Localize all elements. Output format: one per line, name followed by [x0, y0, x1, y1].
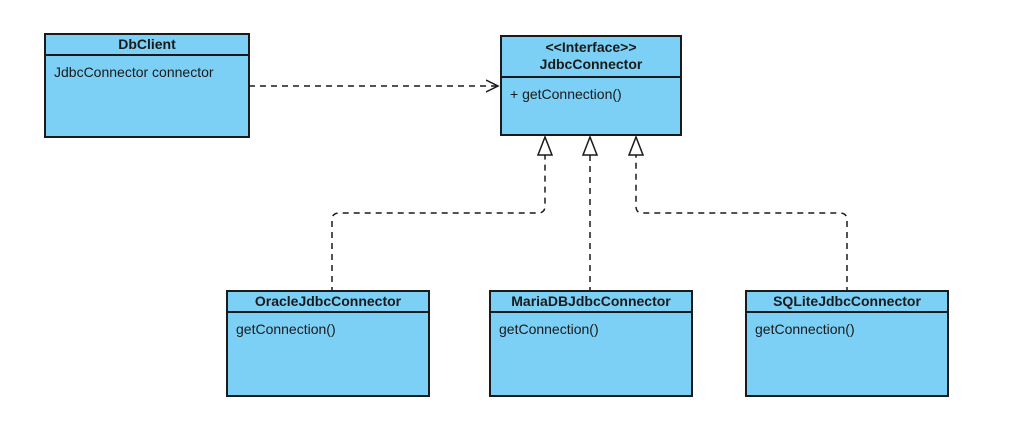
field-connector: JdbcConnector connector: [54, 64, 214, 80]
class-header: OracleJdbcConnector: [228, 292, 428, 313]
class-name: MariaDBJdbcConnector: [511, 293, 671, 309]
class-dbclient[interactable]: DbClient JdbcConnector connector: [44, 33, 250, 138]
interface-methods: + getConnection(): [502, 78, 680, 110]
realization-line-sqlite: [635, 155, 848, 293]
class-sqlitejdbcconnector[interactable]: SQLiteJdbcConnector getConnection(): [745, 290, 949, 397]
class-name: SQLiteJdbcConnector: [773, 293, 921, 309]
class-header: SQLiteJdbcConnector: [747, 292, 947, 313]
class-methods: getConnection(): [228, 313, 428, 345]
class-oraclejdbcconnector[interactable]: OracleJdbcConnector getConnection(): [226, 290, 430, 397]
interface-header: <<Interface>> JdbcConnector: [502, 37, 680, 78]
interface-name: JdbcConnector: [539, 56, 643, 72]
realization-arrowhead-oracle: [536, 134, 554, 156]
method-getconnection: getConnection(): [236, 321, 336, 337]
method-getconnection: getConnection(): [499, 321, 599, 337]
class-name: DbClient: [118, 36, 176, 52]
class-name: OracleJdbcConnector: [254, 293, 402, 309]
class-mariadbjdbcconnector[interactable]: MariaDBJdbcConnector getConnection(): [489, 290, 693, 397]
class-fields: JdbcConnector connector: [46, 56, 248, 88]
class-methods: getConnection(): [491, 313, 691, 345]
class-header: DbClient: [46, 35, 248, 56]
method-getconnection: getConnection(): [755, 321, 855, 337]
realization-arrowhead-mariadb: [581, 134, 599, 156]
interface-jdbcconnector[interactable]: <<Interface>> JdbcConnector + getConnect…: [500, 35, 682, 136]
method-getconnection: + getConnection(): [510, 86, 622, 102]
realization-arrowhead-sqlite: [627, 134, 645, 156]
class-methods: getConnection(): [747, 313, 947, 345]
interface-stereotype: <<Interface>>: [545, 39, 637, 55]
class-header: MariaDBJdbcConnector: [491, 292, 691, 313]
realization-line-oracle: [331, 155, 546, 293]
